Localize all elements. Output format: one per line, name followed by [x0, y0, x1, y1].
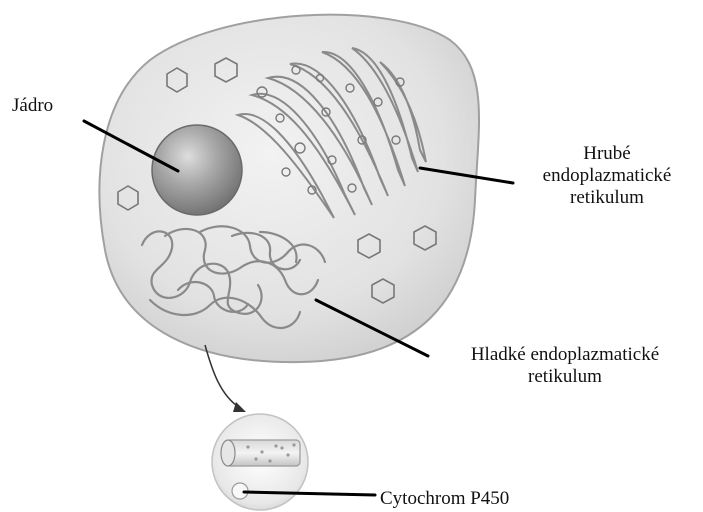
label-cytochrome-text: Cytochrom P450 — [380, 488, 509, 509]
label-nucleus: Jádro — [12, 95, 53, 117]
label-nucleus-text: Jádro — [12, 95, 53, 116]
label-rough-er-line1: Hrubé — [514, 143, 700, 165]
label-smooth-er-line2: retikulum — [430, 366, 700, 388]
nucleus — [152, 125, 242, 215]
label-rough-er: Hrubé endoplazmatické retikulum — [514, 143, 700, 209]
label-rough-er-line2: endoplazmatické — [514, 165, 700, 187]
label-rough-er-line3: retikulum — [514, 187, 700, 209]
label-cytochrome: Cytochrom P450 — [380, 488, 509, 510]
label-smooth-er: Hladké endoplazmatické retikulum — [430, 344, 700, 388]
label-smooth-er-line1: Hladké endoplazmatické — [430, 344, 700, 366]
